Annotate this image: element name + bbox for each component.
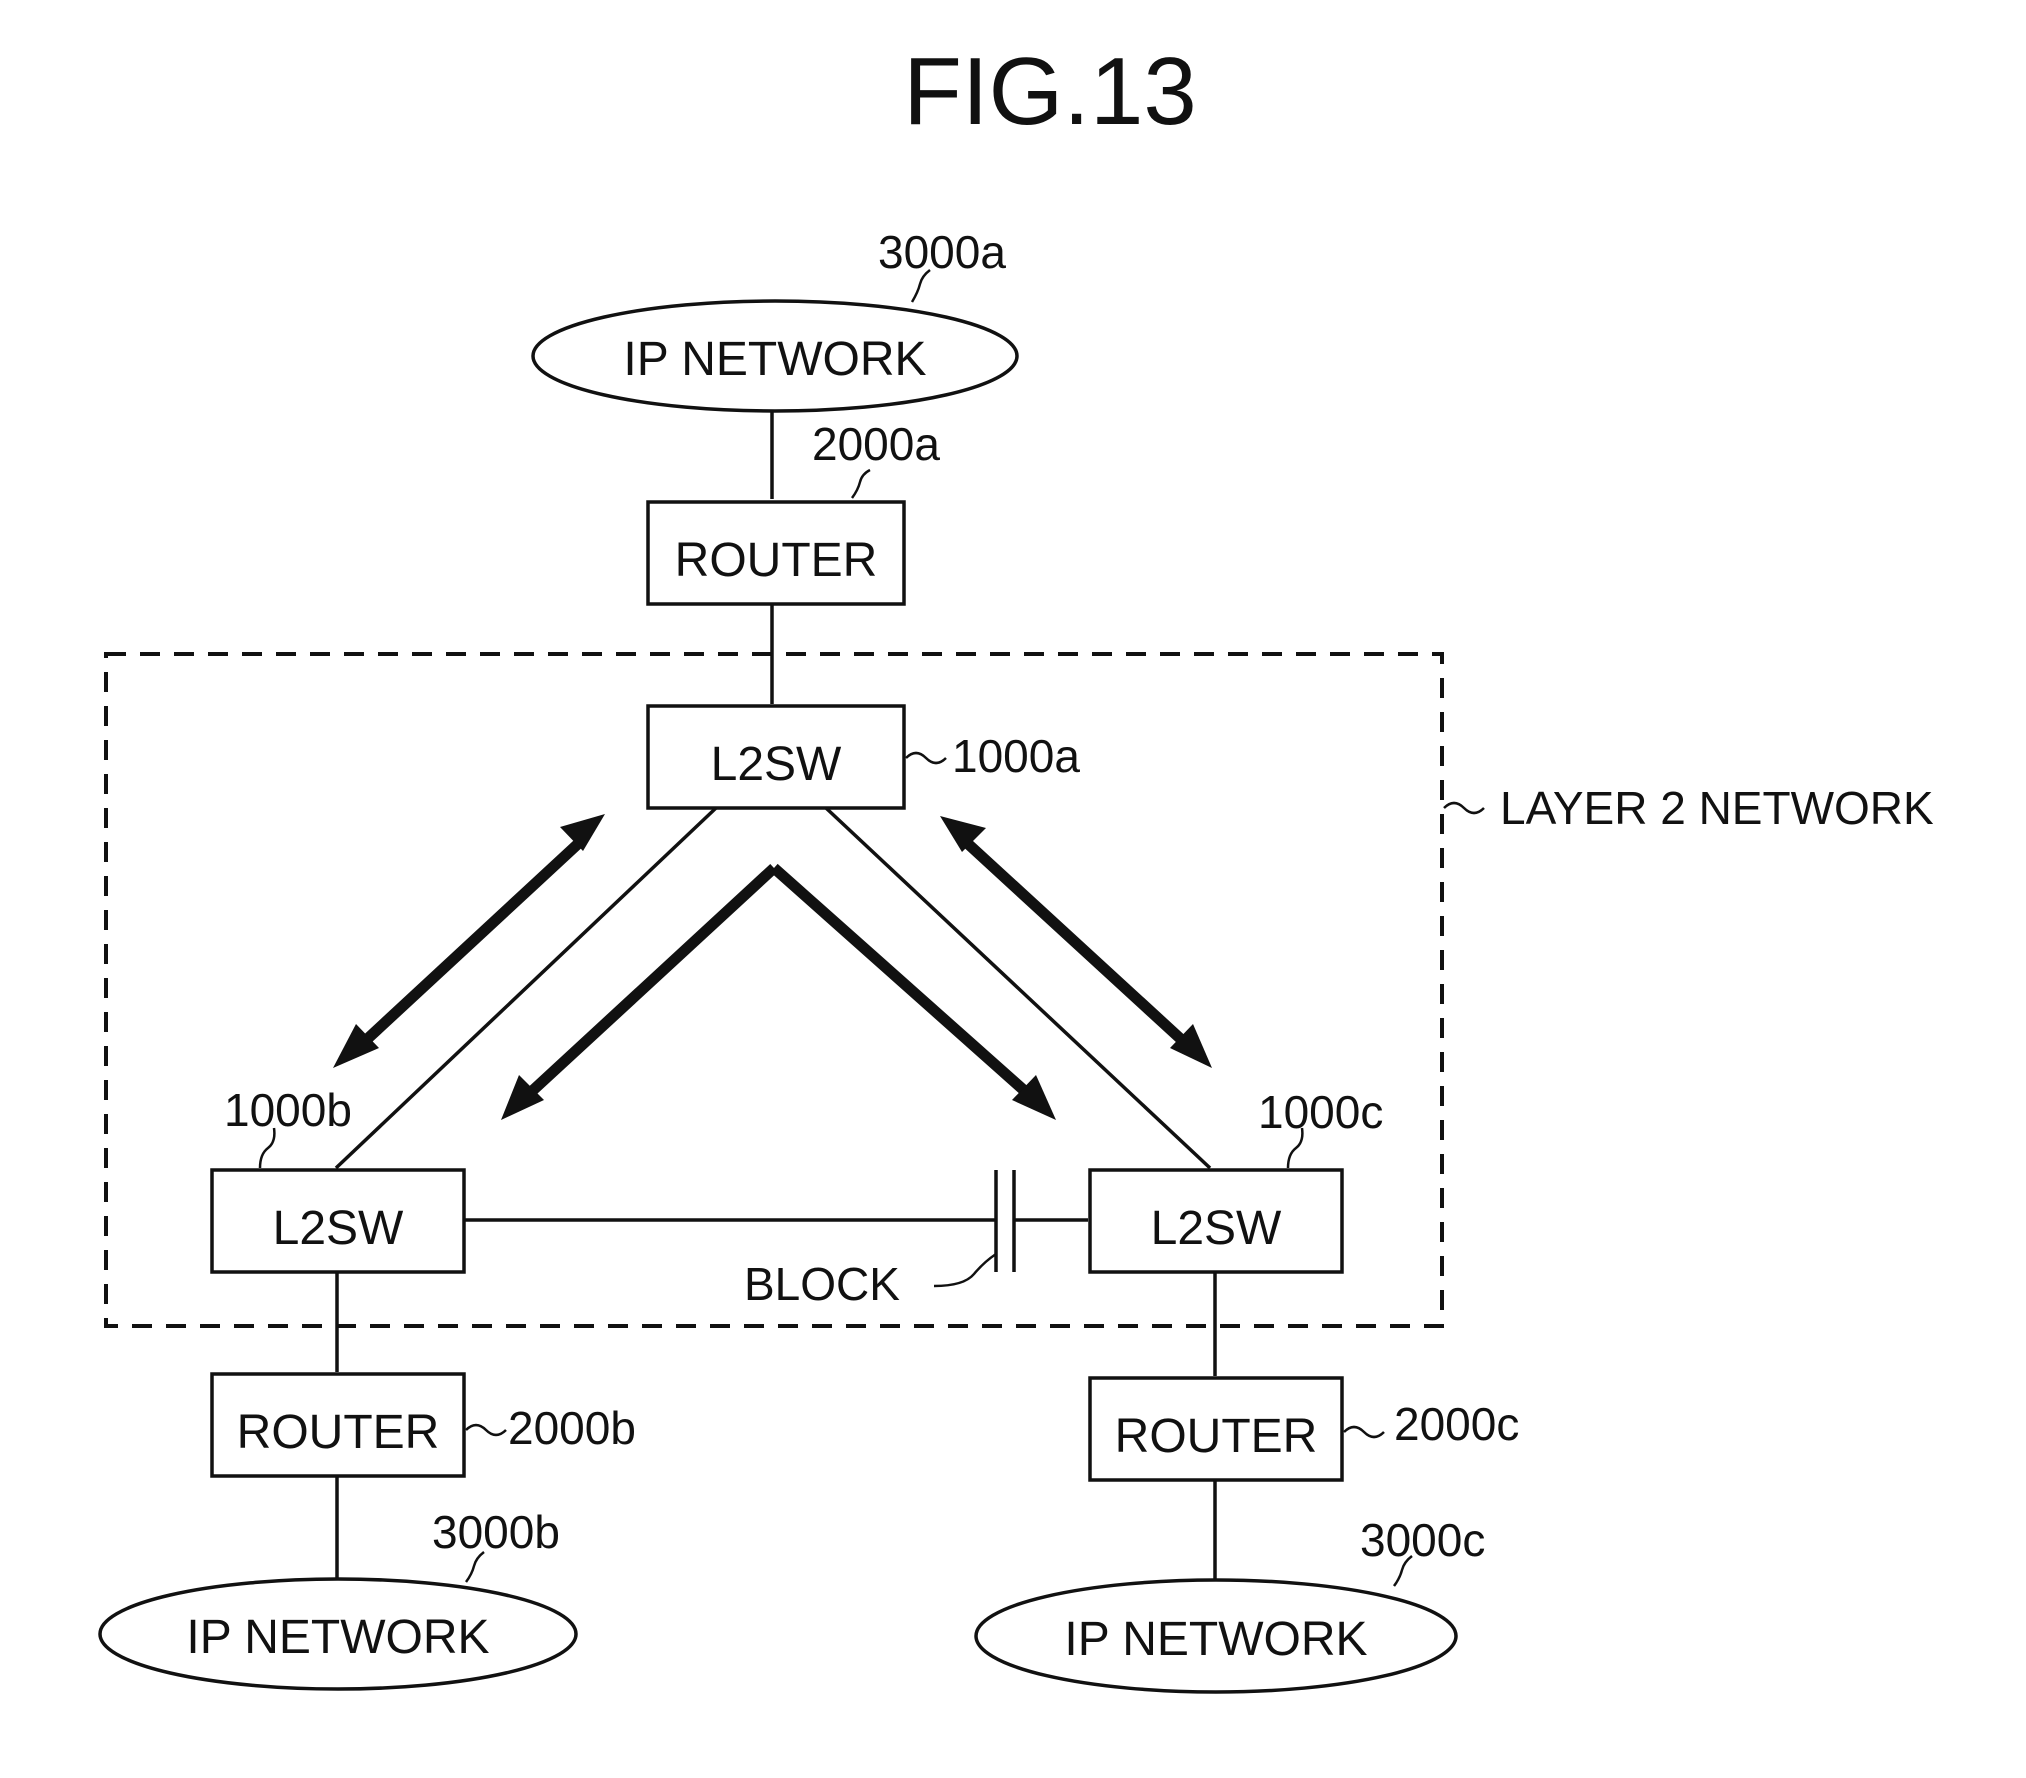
router-a: ROUTER (646, 500, 906, 606)
router-a-ref: 2000a (812, 418, 940, 470)
l2sw-c-label: L2SW (1151, 1202, 1282, 1255)
ip-network-a: IP NETWORK (531, 299, 1019, 413)
l2sw-c-ref: 1000c (1258, 1086, 1383, 1138)
ip-network-c-ref: 3000c (1360, 1514, 1485, 1566)
ip-network-c-label: IP NETWORK (1064, 1613, 1367, 1666)
block-leader (933, 1252, 997, 1288)
l2sw-c: L2SW (1088, 1168, 1344, 1274)
block-label: BLOCK (744, 1258, 900, 1310)
l2sw-a-leader (905, 751, 947, 765)
router-c-leader (1343, 1425, 1385, 1439)
arrow-inner-to-l2sw-c (770, 863, 1056, 1120)
router-c-label: ROUTER (1115, 1410, 1318, 1463)
l2sw-a: L2SW (646, 704, 906, 810)
router-a-leader (850, 468, 871, 499)
ip-network-a-label: IP NETWORK (623, 333, 926, 386)
l2sw-b-ref: 1000b (224, 1084, 352, 1136)
arrow-l2sw-a-b-outer (333, 814, 605, 1068)
block-marker (994, 1170, 1016, 1272)
ip-network-b: IP NETWORK (98, 1577, 578, 1691)
l2sw-b: L2SW (210, 1168, 466, 1274)
ip-network-c-leader (1392, 1555, 1413, 1587)
ip-network-a-ref: 3000a (878, 226, 1006, 278)
router-b-leader (465, 1423, 507, 1437)
layer2-network-label: LAYER 2 NETWORK (1500, 782, 1934, 834)
l2sw-b-label: L2SW (273, 1202, 404, 1255)
router-b-ref: 2000b (508, 1402, 636, 1454)
ip-network-b-leader (464, 1551, 485, 1583)
l2sw-b-leader (258, 1127, 276, 1169)
link-l2sw-a-l2sw-c (824, 806, 1212, 1170)
arrow-inner-to-l2sw-b (501, 863, 778, 1120)
layer2-network-boundary (104, 652, 1444, 1328)
router-a-label: ROUTER (675, 534, 878, 587)
ip-network-b-ref: 3000b (432, 1506, 560, 1558)
ip-network-b-label: IP NETWORK (186, 1611, 489, 1664)
arrow-l2sw-a-c-outer (940, 816, 1212, 1068)
router-b-label: ROUTER (237, 1406, 440, 1459)
l2sw-a-ref: 1000a (952, 730, 1080, 782)
ip-network-c: IP NETWORK (974, 1578, 1458, 1694)
l2sw-c-leader (1286, 1127, 1304, 1169)
figure-title: FIG.13 (903, 38, 1196, 145)
router-b: ROUTER (210, 1372, 466, 1478)
router-c-ref: 2000c (1394, 1398, 1519, 1450)
router-c: ROUTER (1088, 1376, 1344, 1482)
l2sw-a-label: L2SW (711, 738, 842, 791)
layer2-network-leader (1443, 801, 1485, 815)
ip-network-a-leader (910, 269, 931, 303)
link-l2sw-a-l2sw-b (334, 806, 718, 1170)
